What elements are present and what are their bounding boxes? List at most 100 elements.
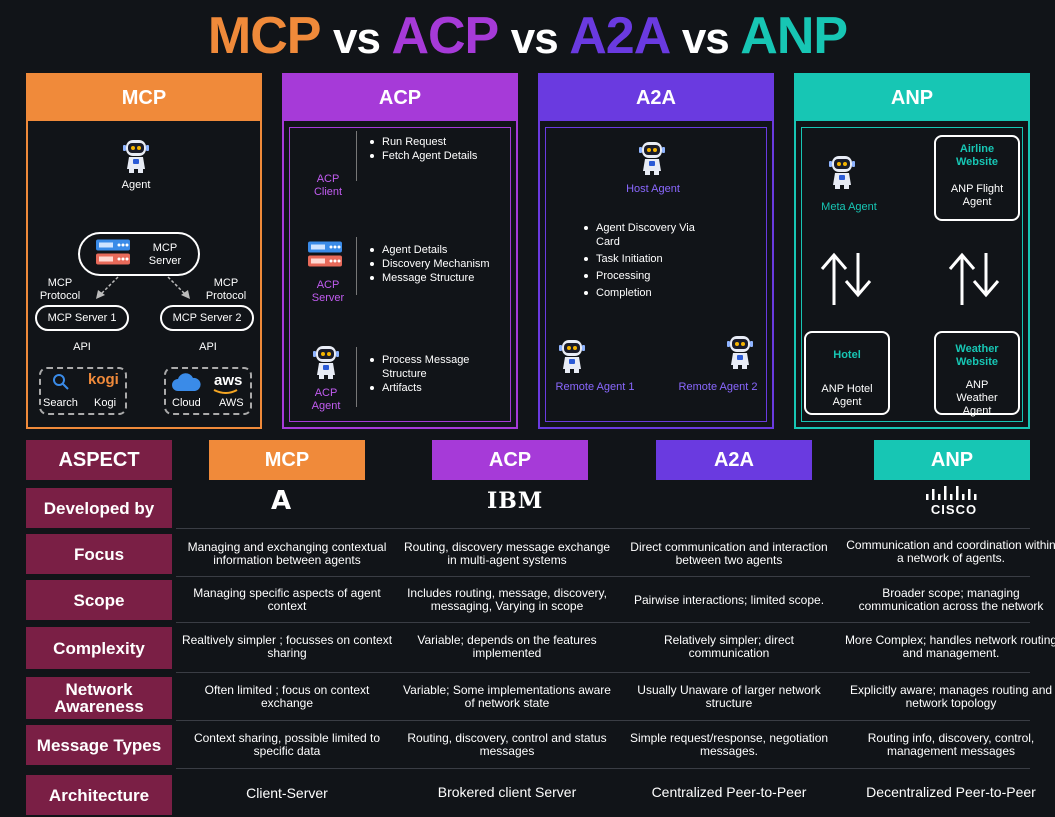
server-icon [308, 241, 342, 267]
cloud-icon [172, 373, 201, 391]
aws-label: AWS [219, 397, 244, 409]
table-cell: Realtively simpler ; focusses on context… [181, 633, 393, 660]
table-cell: Broader scope; managing communication ac… [858, 586, 1044, 613]
title-vs: vs [681, 14, 730, 63]
table-cell: Routing, discovery message exchange in m… [403, 540, 611, 567]
meta-agent-robot-icon [829, 156, 855, 189]
list-item: Run Request [368, 135, 516, 149]
list-item: Completion [582, 286, 712, 300]
table-cell: Brokered client Server [437, 783, 577, 800]
title-anp: ANP [740, 7, 848, 65]
col-header-acp: ACP [432, 440, 588, 480]
a2a-remote-agent-2: Remote Agent 2 [678, 381, 758, 393]
anp-airline-title: Airline Website [956, 143, 998, 168]
mcp-tools-right [164, 367, 252, 415]
list-item: Artifacts [368, 381, 486, 395]
kogi-logo-icon: kogi [88, 371, 119, 388]
arrows-up-down-icon [948, 252, 1000, 305]
mcp-api-right: API [199, 341, 217, 353]
mcp-protocol-left: MCP Protocol [39, 277, 81, 302]
anp-hotel-box [804, 331, 890, 415]
table-cell: Explicitly aware; manages routing and ne… [849, 683, 1053, 710]
row-label-architecture: Architecture [26, 775, 172, 815]
row-label-focus: Focus [26, 534, 172, 574]
table-cell: Often limited ; focus on context exchang… [204, 683, 370, 710]
acp-client-label: ACP Client [313, 173, 343, 198]
table-cell: More Complex; handles network routing an… [844, 633, 1055, 660]
anp-weather-box [934, 331, 1020, 415]
host-agent-robot-icon [639, 142, 665, 175]
mcp-server-1: MCP Server 1 [35, 305, 129, 331]
table-cell: Context sharing, possible limited to spe… [193, 731, 381, 758]
row-label-network-awareness: Network Awareness [26, 677, 172, 719]
table-cell: Direct communication and interaction bet… [630, 540, 828, 567]
a2a-panel: A2A Host Agent Agent Discovery Via Card … [538, 73, 774, 429]
table-cell: Communication and coordination within a … [846, 538, 1055, 565]
remote-agent-robot-icon [559, 340, 585, 373]
title-vs: vs [332, 14, 381, 63]
search-label: Search [43, 397, 78, 409]
search-icon [53, 374, 69, 390]
table-cell: Managing specific aspects of agent conte… [193, 586, 381, 613]
anp-meta-agent-label: Meta Agent [821, 201, 877, 213]
aws-smile-icon [213, 389, 238, 394]
row-label-message-types: Message Types [26, 725, 172, 765]
page-title: MCP vs ACP vs A2A vs ANP [0, 6, 1055, 69]
title-vs: vs [510, 14, 559, 63]
list-item: Message Structure [368, 271, 516, 285]
mcp-server-bubble [78, 232, 200, 276]
mcp-dashed-arrows [96, 276, 190, 299]
acp-client-items: Run Request Fetch Agent Details [368, 135, 516, 163]
anp-airline-sub: ANP Flight Agent [950, 183, 1004, 208]
table-cell: Routing, discovery, control and status m… [407, 731, 607, 758]
anp-hotel-title: Hotel [833, 349, 861, 361]
server-icon [96, 239, 130, 265]
anp-panel: ANP Meta Agent Airline Website ANP Fligh… [794, 73, 1030, 429]
list-item: Agent Discovery Via Card [582, 221, 712, 249]
col-header-a2a: A2A [656, 440, 812, 480]
title-acp: ACP [391, 7, 498, 65]
acp-agent-items: Process Message Structure Artifacts [368, 353, 486, 395]
table-cell: Centralized Peer-to-Peer [651, 783, 807, 800]
anp-panel-header: ANP [796, 75, 1028, 121]
mcp-agent-label: Agent [121, 179, 151, 191]
list-item: Task Initiation [582, 252, 712, 266]
anp-weather-title: Weather Website [955, 343, 999, 368]
list-item: Process Message Structure [368, 353, 486, 381]
table-cell: Pairwise interactions; limited scope. [633, 592, 825, 607]
mcp-server-2: MCP Server 2 [160, 305, 254, 331]
table-cell: Relatively simpler; direct communication [663, 633, 795, 660]
row-label-developed-by: Developed by [26, 488, 172, 528]
remote-agent-robot-icon [727, 336, 753, 369]
kogi-label: Kogi [94, 397, 117, 409]
agent-robot-icon [313, 346, 339, 379]
arrows-up-down-icon [820, 252, 872, 305]
table-cell: Variable; depends on the features implem… [417, 633, 597, 660]
acp-panel-header: ACP [284, 75, 516, 121]
list-item: Agent Details [368, 243, 516, 257]
mcp-api-left: API [73, 341, 91, 353]
col-header-anp: ANP [874, 440, 1030, 480]
cloud-label: Cloud [172, 397, 201, 409]
acp-server-items: Agent Details Discovery Mechanism Messag… [368, 243, 516, 285]
cisco-bars-icon [926, 486, 977, 500]
table-cell: Simple request/response, negotiation mes… [629, 731, 829, 758]
a2a-host-agent-label: Host Agent [626, 183, 680, 195]
acp-server-label: ACP Server [311, 279, 345, 304]
anp-airline-box [934, 135, 1020, 221]
cisco-logo-icon: CISCO [930, 502, 978, 517]
table-cell: Managing and exchanging contextual infor… [187, 540, 387, 567]
acp-panel: ACP ACP Client Run Request Fetch Agent D… [282, 73, 518, 429]
row-label-scope: Scope [26, 580, 172, 620]
aspect-header: ASPECT [26, 440, 172, 480]
anthropic-logo-icon: A [271, 486, 292, 516]
table-cell: Variable; Some implementations aware of … [403, 683, 611, 710]
table-cell: Usually Unaware of larger network struct… [637, 683, 821, 710]
anp-hotel-sub: ANP Hotel Agent [821, 383, 873, 408]
mcp-panel-header: MCP [28, 75, 260, 121]
a2a-panel-header: A2A [540, 75, 772, 121]
anp-weather-sub: ANP Weather Agent [956, 379, 998, 417]
list-item: Processing [582, 269, 712, 283]
table-cell: Routing info, discovery, control, manage… [867, 731, 1035, 758]
col-header-mcp: MCP [209, 440, 365, 480]
